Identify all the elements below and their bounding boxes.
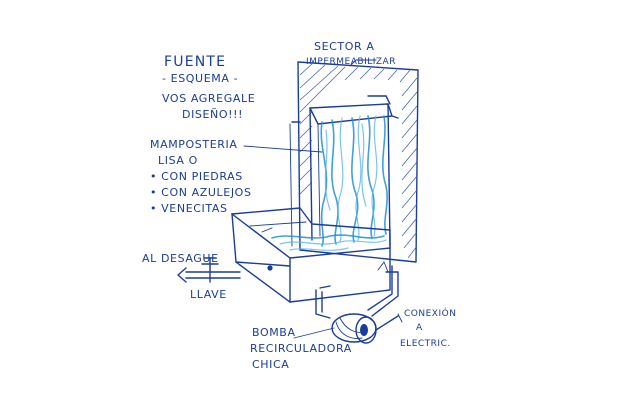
sector-line1: SECTOR A <box>314 40 374 53</box>
label-drain-group: AL DESAGUE LLAVE <box>142 252 227 301</box>
mamp-line5: • VENECITAS <box>150 202 228 215</box>
mamp-line4: • CON AZULEJOS <box>150 186 252 199</box>
mamp-line2: LISA O <box>158 154 198 167</box>
water-cascade <box>320 115 388 247</box>
drain-pipe <box>177 257 241 283</box>
title-label: FUENTE <box>164 54 226 70</box>
llave-label: LLAVE <box>190 288 227 301</box>
mamp-line3: • CON PIEDRAS <box>150 170 243 183</box>
pump <box>331 313 399 344</box>
mamp-line1: MAMPOSTERIA <box>150 138 237 151</box>
note-line1: VOS AGREGALE <box>162 92 255 105</box>
label-sector-group: SECTOR A IMPERMEABILIZAR <box>306 40 396 67</box>
conexion-line1: CONEXIÓN <box>404 307 456 319</box>
sector-line2: IMPERMEABILIZAR <box>306 57 396 67</box>
conexion-line2: A <box>416 323 423 333</box>
leader-lines <box>243 59 403 339</box>
label-mamposteria-group: MAMPOSTERIA LISA O • CON PIEDRAS • CON A… <box>150 138 252 215</box>
label-bomba-group: BOMBA RECIRCULADORA CHICA <box>250 326 352 371</box>
note-line2: DISEÑO!!! <box>182 108 243 121</box>
recirc-pipes <box>315 265 399 319</box>
waterproof-wall <box>289 61 419 263</box>
back-panel <box>309 95 399 247</box>
conexion-line3: ELECTRIC. <box>400 339 451 349</box>
label-title-group: FUENTE - ESQUEMA - VOS AGREGALE DISEÑO!!… <box>162 54 255 121</box>
basin <box>231 207 391 303</box>
label-conexion-group: CONEXIÓN A ELECTRIC. <box>400 307 456 349</box>
bomba-line1: BOMBA <box>252 326 296 339</box>
subtitle-label: - ESQUEMA - <box>162 72 238 85</box>
bomba-line2: RECIRCULADORA <box>250 342 352 355</box>
desague-label: AL DESAGUE <box>142 252 219 265</box>
bomba-line3: CHICA <box>252 358 289 371</box>
